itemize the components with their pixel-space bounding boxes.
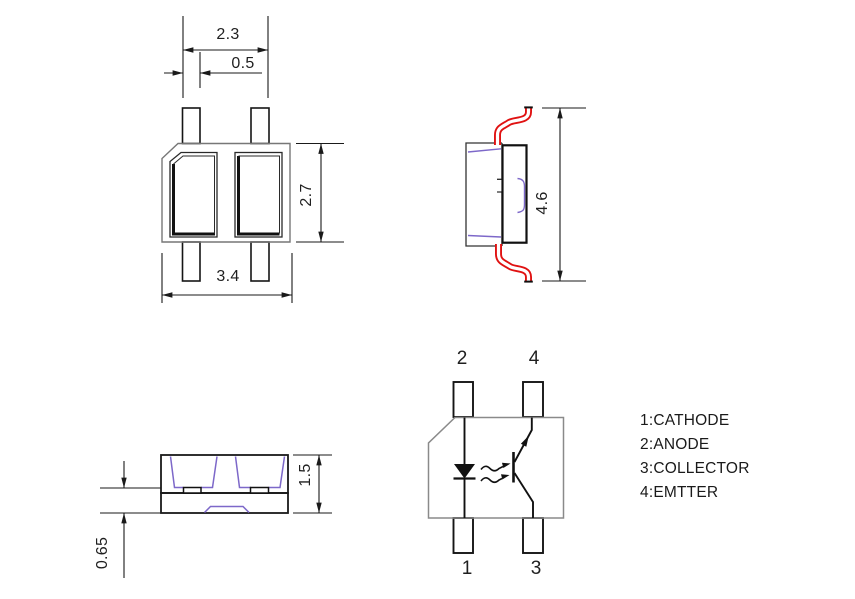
- phototransistor-symbol: [512, 417, 534, 518]
- dim-body-width: 3.4: [216, 268, 240, 285]
- side-view-linework: [465, 106, 586, 283]
- dim-standoff: 0.65: [94, 536, 111, 570]
- schematic-linework: [427, 381, 565, 554]
- schematic-pins: [452, 381, 544, 554]
- legend-anode: 2:ANODE: [640, 436, 710, 453]
- dim-lead-span: 4.6: [534, 191, 551, 215]
- pin-legend: 1:CATHODE 2:ANODE 3:COLLECTOR 4:EMTTER: [640, 409, 750, 505]
- lead-highlight-top: [494, 106, 533, 145]
- side-view-markings: [467, 148, 526, 238]
- top-view-pins: [181, 107, 270, 282]
- pin-label-1: 1: [461, 558, 473, 579]
- pin-label-3: 3: [530, 558, 542, 579]
- led-symbol: [453, 417, 476, 518]
- dim-lead-pitch: 2.3: [216, 26, 240, 43]
- bottom-view-linework: [100, 454, 332, 578]
- legend-cathode: 1:CATHODE: [640, 412, 730, 429]
- pin-label-4: 4: [528, 348, 540, 369]
- pin-label-2: 2: [456, 348, 468, 369]
- legend-collector: 3:COLLECTOR: [640, 460, 750, 477]
- dim-body-height: 2.7: [298, 183, 315, 207]
- dim-package-height: 1.5: [297, 463, 314, 487]
- top-view-linework: [161, 16, 344, 303]
- front-view-markings: [169, 456, 286, 514]
- lead-highlight-bottom: [495, 244, 533, 283]
- light-emission-arrows: [480, 462, 511, 484]
- legend-emitter: 4:EMTTER: [640, 484, 719, 501]
- dim-lead-width: 0.5: [231, 55, 255, 72]
